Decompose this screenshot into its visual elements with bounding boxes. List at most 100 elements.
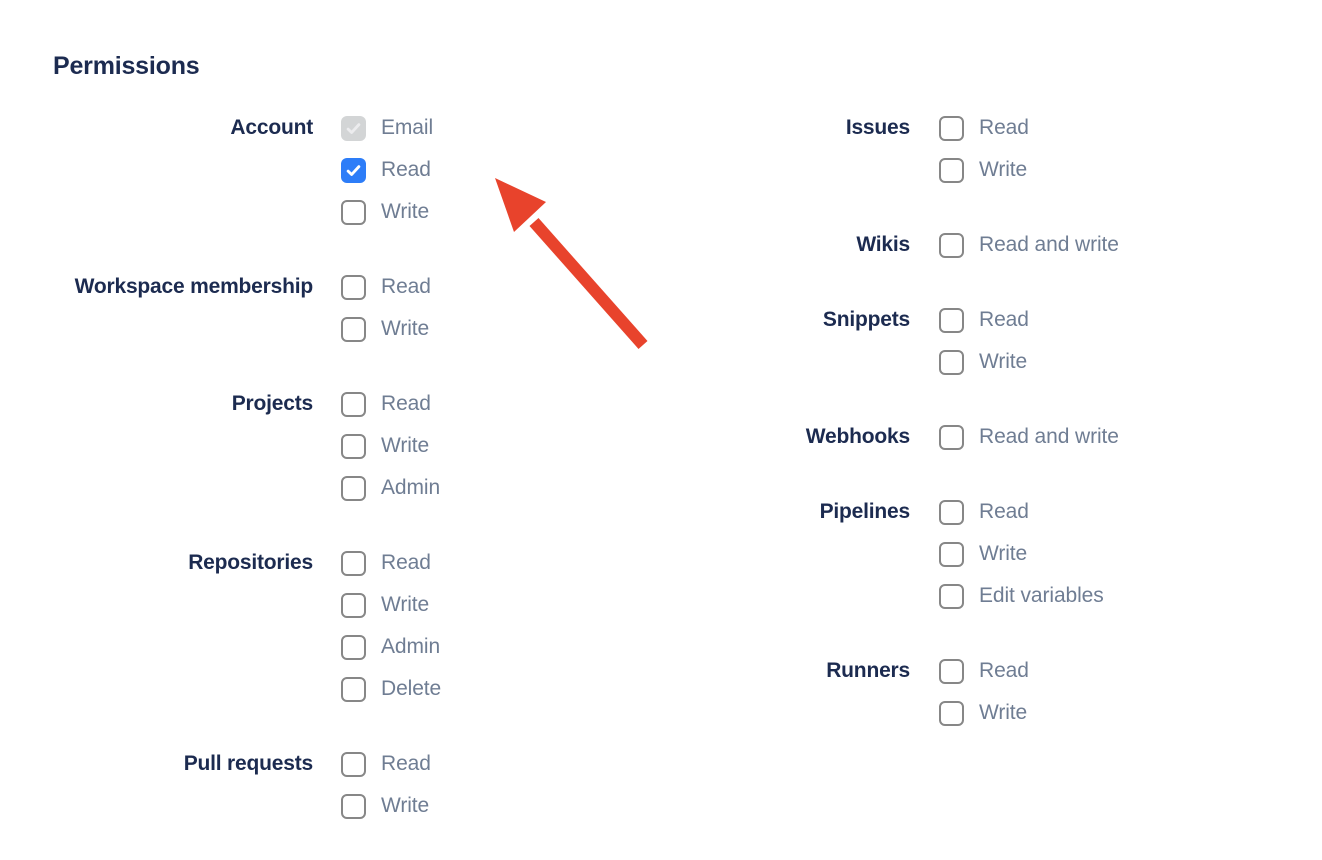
projects-write-checkbox-label[interactable]: Write [381, 434, 430, 457]
wikis-read-and-write-checkbox[interactable] [939, 232, 964, 258]
checkbox-row-runners-write[interactable]: Write [939, 692, 1029, 734]
snippets-read-checkbox-label[interactable]: Read [979, 308, 1029, 331]
group-label-runners: Runners [826, 659, 910, 682]
repositories-write-checkbox[interactable] [341, 592, 366, 618]
checkbox-row-projects-admin[interactable]: Admin [341, 467, 440, 509]
account-email-checkbox [341, 115, 366, 141]
issues-write-checkbox[interactable] [939, 157, 964, 183]
pipelines-read-checkbox[interactable] [939, 499, 964, 525]
checkbox-row-issues-read[interactable]: Read [939, 107, 1029, 149]
pipelines-write-checkbox-label[interactable]: Write [979, 542, 1028, 565]
group-label-snippets: Snippets [822, 308, 910, 331]
workspace-membership-write-checkbox[interactable] [341, 316, 366, 342]
pipelines-edit-variables-checkbox-label[interactable]: Edit variables [979, 584, 1104, 607]
runners-write-checkbox[interactable] [939, 700, 964, 726]
pull-requests-read-checkbox[interactable] [341, 751, 366, 777]
account-email-checkbox-label[interactable]: Email [381, 116, 434, 139]
issues-write-checkbox-label[interactable]: Write [979, 158, 1028, 181]
pipelines-edit-variables-checkbox[interactable] [939, 583, 964, 609]
checkbox-row-wikis-read-and-write[interactable]: Read and write [939, 224, 1119, 266]
projects-write-checkbox[interactable] [341, 433, 366, 459]
issues-read-checkbox-label[interactable]: Read [979, 116, 1029, 139]
snippets-write-checkbox-label[interactable]: Write [979, 350, 1028, 373]
group-label-pull-requests: Pull requests [183, 752, 313, 775]
checkbox-row-repositories-read[interactable]: Read [341, 542, 441, 584]
checkbox-row-account-read[interactable]: Read [341, 149, 433, 191]
checkbox-row-pipelines-write[interactable]: Write [939, 533, 1104, 575]
checkbox-row-pipelines-read[interactable]: Read [939, 491, 1104, 533]
group-label-issues: Issues [845, 116, 910, 139]
group-label-pipelines: Pipelines [819, 500, 911, 523]
checkbox-row-repositories-admin[interactable]: Admin [341, 626, 441, 668]
pipelines-read-checkbox-label[interactable]: Read [979, 500, 1029, 523]
repositories-admin-checkbox-label[interactable]: Admin [381, 635, 441, 658]
checkbox-row-issues-write[interactable]: Write [939, 149, 1029, 191]
checkbox-row-snippets-write[interactable]: Write [939, 341, 1029, 383]
checkbox-row-webhooks-read-and-write[interactable]: Read and write [939, 416, 1119, 458]
checkbox-row-runners-read[interactable]: Read [939, 650, 1029, 692]
checkbox-row-account-email[interactable]: Email [341, 107, 433, 149]
pull-requests-write-checkbox-label[interactable]: Write [381, 794, 430, 817]
wikis-read-and-write-checkbox-label[interactable]: Read and write [979, 233, 1119, 256]
pipelines-write-checkbox[interactable] [939, 541, 964, 567]
issues-read-checkbox[interactable] [939, 115, 964, 141]
checkbox-row-pipelines-edit-variables[interactable]: Edit variables [939, 575, 1104, 617]
checkbox-row-snippets-read[interactable]: Read [939, 299, 1029, 341]
checkbox-row-repositories-delete[interactable]: Delete [341, 668, 441, 710]
snippets-write-checkbox[interactable] [939, 349, 964, 375]
checkbox-row-pull-requests-write[interactable]: Write [341, 785, 431, 827]
repositories-delete-checkbox-label[interactable]: Delete [381, 677, 442, 700]
checkbox-row-repositories-write[interactable]: Write [341, 584, 441, 626]
projects-read-checkbox[interactable] [341, 391, 366, 417]
snippets-read-checkbox[interactable] [939, 307, 964, 333]
workspace-membership-read-checkbox[interactable] [341, 274, 366, 300]
account-read-checkbox[interactable] [341, 157, 366, 183]
repositories-admin-checkbox[interactable] [341, 634, 366, 660]
projects-admin-checkbox-label[interactable]: Admin [381, 476, 441, 499]
repositories-read-checkbox-label[interactable]: Read [381, 551, 431, 574]
checkbox-row-pull-requests-read[interactable]: Read [341, 743, 431, 785]
checkbox-row-workspace-membership-read[interactable]: Read [341, 266, 431, 308]
group-label-wikis: Wikis [856, 233, 910, 256]
pull-requests-read-checkbox-label[interactable]: Read [381, 752, 431, 775]
checkbox-rows-webhooks: Read and write [939, 416, 1119, 458]
page-title: Permissions [53, 52, 200, 80]
workspace-membership-write-checkbox-label[interactable]: Write [381, 317, 430, 340]
webhooks-read-and-write-checkbox[interactable] [939, 424, 964, 450]
repositories-read-checkbox[interactable] [341, 550, 366, 576]
runners-read-checkbox[interactable] [939, 658, 964, 684]
account-read-checkbox-label[interactable]: Read [381, 158, 431, 181]
projects-read-checkbox-label[interactable]: Read [381, 392, 431, 415]
checkbox-row-projects-write[interactable]: Write [341, 425, 440, 467]
account-write-checkbox[interactable] [341, 199, 366, 225]
account-write-checkbox-label[interactable]: Write [381, 200, 430, 223]
repositories-delete-checkbox[interactable] [341, 676, 366, 702]
checkbox-row-account-write[interactable]: Write [341, 191, 433, 233]
repositories-write-checkbox-label[interactable]: Write [381, 593, 430, 616]
runners-read-checkbox-label[interactable]: Read [979, 659, 1029, 682]
workspace-membership-read-checkbox-label[interactable]: Read [381, 275, 431, 298]
projects-admin-checkbox[interactable] [341, 475, 366, 501]
pull-requests-write-checkbox[interactable] [341, 793, 366, 819]
checkbox-row-projects-read[interactable]: Read [341, 383, 440, 425]
permission-group-wikis: Wikis Read and write [700, 224, 1119, 266]
runners-write-checkbox-label[interactable]: Write [979, 701, 1028, 724]
group-label-workspace-membership: Workspace membership [74, 275, 314, 298]
checkbox-row-workspace-membership-write[interactable]: Write [341, 308, 431, 350]
webhooks-read-and-write-checkbox-label[interactable]: Read and write [979, 425, 1119, 448]
